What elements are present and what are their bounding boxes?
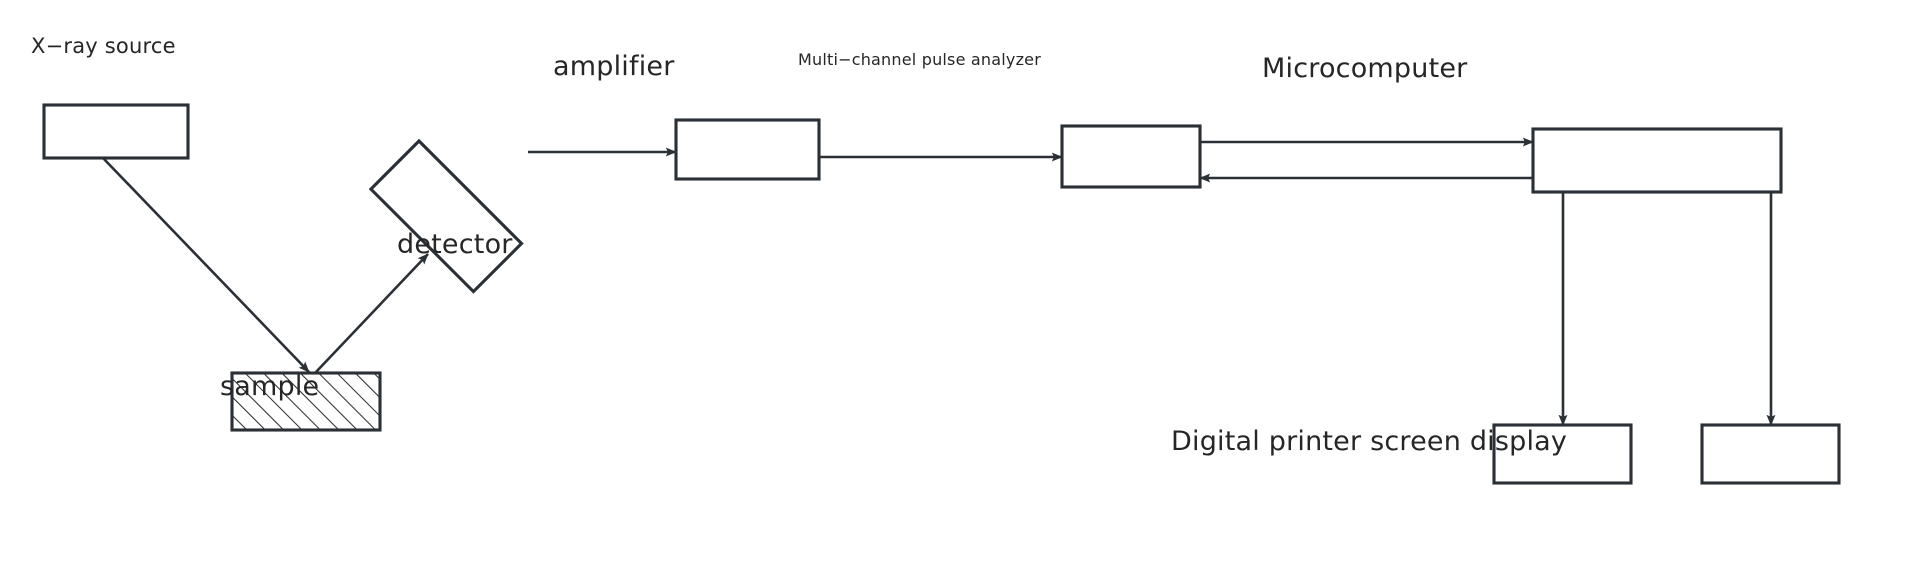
node-sample[interactable]	[230, 371, 382, 432]
label-xray-source: X−ray source	[31, 34, 176, 58]
label-multi-channel-pulse-analyzer: Multi−channel pulse analyzer	[798, 50, 1042, 69]
label-microcomputer: Microcomputer	[1262, 53, 1468, 84]
node-sample-fill	[232, 373, 380, 430]
node-xray-source[interactable]	[42, 103, 190, 160]
label-sample: sample	[220, 371, 320, 402]
label-amplifier: amplifier	[553, 51, 675, 82]
node-screen-display[interactable]	[1700, 423, 1841, 485]
node-mca[interactable]	[1060, 124, 1202, 189]
label-outputs: Digital printer screen display	[1171, 426, 1568, 457]
label-detector: detector	[397, 229, 513, 260]
node-microcomputer[interactable]	[1531, 127, 1783, 194]
node-amplifier[interactable]	[674, 118, 821, 181]
edge-source-to-sample	[102, 157, 310, 373]
node-digital-printer[interactable]	[1492, 423, 1633, 485]
node-detector[interactable]	[368, 138, 524, 294]
edge-sample-to-detector	[315, 253, 429, 373]
